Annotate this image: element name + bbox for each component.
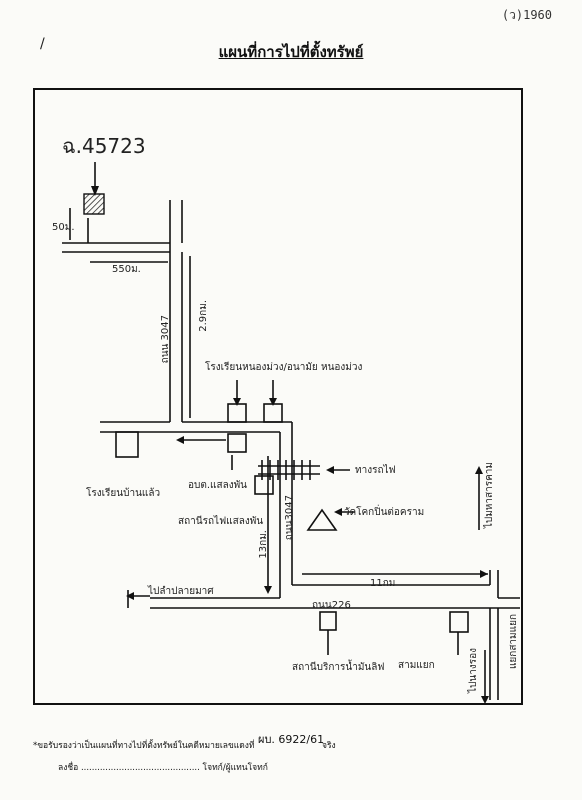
- railway-station-label: สถานีรถไฟแสลงพัน: [178, 516, 264, 527]
- signature-line: ลงชื่อ .................................…: [58, 760, 268, 774]
- distance-550m: 550ม.: [112, 264, 141, 275]
- certify-text: *ขอรับรองว่าเป็นแผนที่ทางไปที่ตั้งทรัพย์…: [33, 741, 255, 751]
- map-frame: [33, 88, 523, 705]
- sign-label: ลงชื่อ: [58, 763, 79, 773]
- corner-mark: /: [40, 36, 45, 52]
- sign-dots: ........................................…: [80, 763, 200, 773]
- case-number: ผบ. 6922/61: [258, 733, 325, 746]
- distance-2-9km: 2.9กม.: [198, 300, 209, 332]
- distance-11km: 11กม: [370, 578, 396, 589]
- to-nangrong-label: ไปนางรอง: [468, 648, 479, 693]
- to-lamplaimat-label: ไปลำปลายมาศ: [148, 586, 214, 597]
- sign-role: โจทก์/ผู้แทนโจทก์: [202, 763, 268, 773]
- certify-tail: จริง: [322, 741, 336, 751]
- road-226-label: ถนน226: [312, 600, 351, 611]
- page-title: แผนที่การไปที่ตั้งทรัพย์: [218, 43, 364, 61]
- road-3047-lower-label: ถนน3047: [284, 495, 295, 541]
- to-mahasarakham-label: ไปมหาสารคาม: [484, 462, 495, 529]
- junction-label: สามแยก: [398, 660, 435, 671]
- school-left-label: โรงเรียนบ้านแล้ว: [86, 488, 161, 499]
- school-nongmuang-label: โรงเรียนหนองม่วง/อนามัย หนองม่วง: [205, 362, 363, 373]
- temple-label: วัดโคกปิ่นต่อคราม: [344, 507, 425, 518]
- distance-50m: 50ม.: [52, 222, 75, 233]
- road-3047-upper-label: ถนน 3047: [160, 315, 171, 364]
- distance-13km: 13กม.: [258, 530, 269, 559]
- corner-junction-label: แยกสามแยก: [508, 614, 519, 670]
- document-number: (ว)1960: [501, 8, 552, 22]
- deed-number-label: ฉ.45723: [62, 134, 146, 158]
- property-plot-marker: [83, 193, 105, 215]
- gas-station-label: สถานีบริการน้ำมันลิฟ: [292, 662, 385, 673]
- railway-label: ทางรถไฟ: [355, 465, 396, 476]
- subdistrict-office-label: อบต.แสลงพัน: [188, 480, 248, 491]
